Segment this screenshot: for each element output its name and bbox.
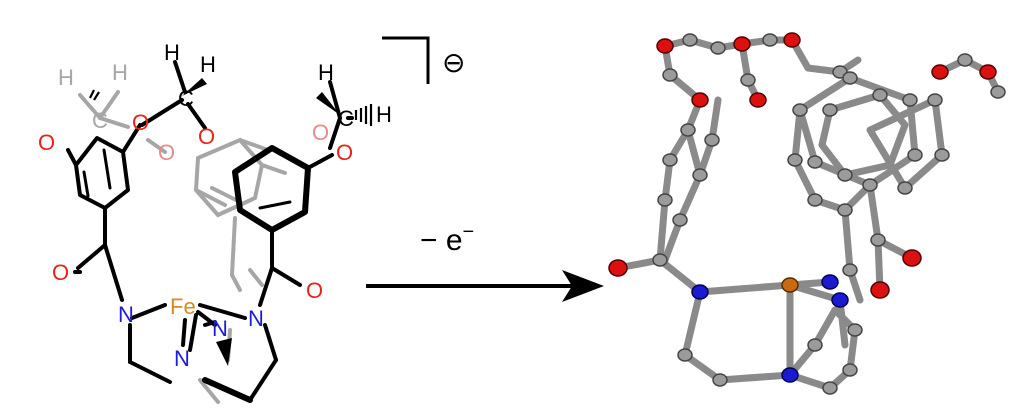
crystal-bonds xyxy=(614,36,1002,392)
reaction-arrow-head xyxy=(562,270,604,302)
atom-label-n4: N xyxy=(174,346,190,371)
oxidation-label-main: − e xyxy=(420,224,463,257)
atom-label-n3: N xyxy=(248,306,264,331)
front-bonds xyxy=(66,60,354,403)
atom-label-o4: O xyxy=(158,140,175,165)
atom-label-c2: C xyxy=(178,86,194,111)
atom-label-c1: C xyxy=(92,108,108,133)
atom-label-h3: H xyxy=(164,40,180,65)
atom-label-h5: H xyxy=(318,60,334,85)
atom-label-n2: N xyxy=(212,316,228,341)
crystal-iron-atom xyxy=(781,277,799,293)
atom-label-o6: O xyxy=(336,140,353,165)
charge-bracket: ⊖ xyxy=(382,36,465,84)
atom-label-o8: O xyxy=(306,278,323,303)
atom-label-h2: H xyxy=(112,60,128,85)
wedge-bonds xyxy=(182,78,340,366)
oxidation-label-sup: − xyxy=(463,221,475,243)
atom-label-h4: H xyxy=(200,52,216,77)
negative-charge-symbol: ⊖ xyxy=(442,46,465,79)
atom-label-fe: Fe xyxy=(170,294,196,319)
schematic-structure: H H H H H H C C C O O O O O O O O N N N … xyxy=(38,40,392,404)
atom-label-o5: O xyxy=(312,120,329,145)
atom-label-o7: O xyxy=(52,260,69,285)
crystal-oxygen-atoms xyxy=(608,32,997,299)
atom-label-h6: H xyxy=(376,102,392,127)
reaction-arrow-group: − e− xyxy=(366,221,604,302)
hashed-bonds xyxy=(89,89,373,126)
atom-label-o1: O xyxy=(38,130,55,155)
atom-label-o3: O xyxy=(198,124,215,149)
atom-label-c3: C xyxy=(338,106,354,131)
oxidation-label: − e− xyxy=(420,221,474,257)
crystal-nitrogen-atoms xyxy=(691,274,849,383)
crystal-carbon-atoms xyxy=(652,33,1006,395)
atom-label-n1: N xyxy=(118,302,134,327)
crystal-structure xyxy=(608,32,1006,395)
atom-label-o2: O xyxy=(132,110,149,135)
atom-label-h1: H xyxy=(58,65,74,90)
